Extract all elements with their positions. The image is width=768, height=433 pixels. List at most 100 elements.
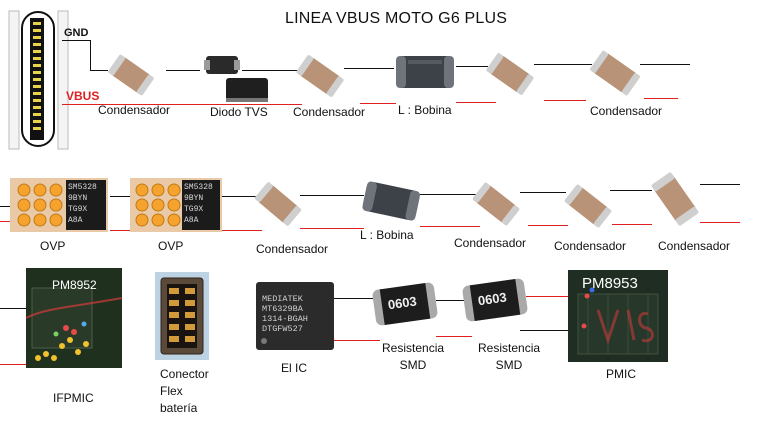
label-capacitor: Condensador: [98, 103, 171, 117]
label-capacitor: Condensador: [293, 105, 366, 119]
label-capacitor: Condensador: [658, 239, 731, 253]
ovp-chip: SM5328 9BYN TG9X A8A: [10, 178, 108, 232]
wire-r1-2: [166, 70, 200, 71]
ovp-marking-line: TG9X: [184, 205, 204, 214]
tvs-diode-component: [204, 56, 240, 74]
capacitor-component: [486, 53, 534, 95]
vbus-wire-r2-2: [110, 230, 132, 231]
connector-graphic: [8, 10, 69, 150]
inductor-component: [362, 181, 420, 221]
ic-pin1-dot: [261, 338, 267, 344]
label-capacitor: Condensador: [590, 104, 663, 118]
connector-label-line: Conector: [160, 367, 209, 381]
capacitor-component: [296, 55, 344, 97]
label-capacitor: Condensador: [454, 236, 527, 250]
vbus-wire-r2-5: [420, 226, 480, 227]
wire-r3-pmic: [520, 330, 568, 331]
label-resistor: Resistencia SMD: [382, 340, 444, 374]
wire-r3-mid: [436, 300, 466, 301]
ovp-chip: SM5328 9BYN TG9X A8A: [130, 178, 222, 232]
ovp-marking-line: SM5328: [184, 183, 213, 192]
vbus-wire-r3-mid: [436, 336, 472, 337]
wire-r2-1: [0, 206, 10, 207]
ic-marking-line: MT6329BA: [262, 304, 303, 314]
ovp-chip-marking: SM5328 9BYN TG9X A8A: [184, 182, 220, 226]
battery-flex-connector: [155, 272, 209, 360]
ic-marking-line: MEDIATEK: [262, 294, 303, 304]
vbus-wire-r1-3: [360, 103, 396, 104]
resistor-label-line: Resistencia: [478, 341, 541, 355]
wire-r1-4: [344, 68, 394, 69]
wire-r3-ic: [334, 298, 378, 299]
vbus-wire-r1-1: [62, 104, 272, 105]
label-inductor: L : Bobina: [360, 228, 414, 242]
label-ifpmic: IFPMIC: [53, 391, 94, 405]
wire-r2-5: [420, 194, 480, 195]
label-capacitor: Condensador: [256, 242, 329, 256]
label-capacitor: Condensador: [554, 239, 627, 253]
ifpmic-board-photo: PM8952: [25, 268, 123, 368]
wire-r1-3: [242, 70, 298, 71]
ic-chip-marking: MEDIATEK MT6329BA 1314-BGAH DTGFW527: [262, 294, 308, 334]
ovp-marking-line: 9BYN: [184, 194, 204, 203]
wire-r1-6: [534, 64, 592, 65]
ifpmic-chip-marking: PM8952: [52, 278, 97, 292]
ovp-marking-line: SM5328: [68, 183, 97, 192]
label-inductor: L : Bobina: [398, 103, 452, 117]
wire-r2-4: [300, 195, 364, 196]
capacitor-component: [590, 50, 640, 96]
wire-r2-7: [610, 190, 652, 191]
label-ovp: OVP: [40, 239, 66, 253]
ovp-marking-line: TG9X: [68, 205, 88, 214]
label-ovp: OVP: [158, 239, 184, 253]
wire-r2-3: [220, 196, 260, 197]
wire-r1-1: [90, 70, 108, 71]
vbus-wire-r1-5: [544, 100, 586, 101]
ic-marking-line: 1314-BGAH: [262, 314, 308, 324]
vbus-wire-r2-8: [700, 222, 740, 223]
label-flex-connector: Conector Flex batería: [160, 366, 209, 417]
capacitor-component: [254, 182, 302, 226]
label-tvs-diode: Diodo TVS: [210, 105, 268, 119]
wire-r1-5: [456, 66, 488, 67]
usb-connector-pinout: [8, 10, 69, 150]
wire-r2-8: [700, 184, 740, 185]
flex-connector-graphic: [160, 277, 204, 355]
connector-label-line: Flex: [160, 384, 183, 398]
vbus-wire-r3-pmic: [526, 296, 570, 297]
pmic-board-photo: PM8953: [568, 270, 668, 362]
mediatek-ic-chip: MEDIATEK MT6329BA 1314-BGAH DTGFW527: [256, 282, 334, 350]
capacitor-component: [472, 182, 520, 226]
inductor-component: [396, 56, 454, 88]
ic-marking-line: DTGFW527: [262, 324, 303, 334]
tvs-diode-component: [226, 78, 268, 102]
gnd-wire: [62, 40, 90, 41]
capacitor-component: [651, 172, 699, 226]
ovp-marking-line: 9BYN: [68, 194, 88, 203]
ovp-solder-balls: [135, 180, 220, 230]
vbus-wire-r1-4: [456, 102, 496, 103]
capacitor-component: [108, 54, 154, 96]
connector-label-line: batería: [160, 401, 198, 415]
label-ic: El IC: [281, 361, 308, 375]
vbus-wire-r1-2: [272, 104, 302, 105]
vbus-wire-r3-ifpmic: [0, 364, 26, 365]
vbus-wire-r2-6: [528, 225, 568, 226]
vbus-label: VBUS: [66, 89, 100, 103]
ovp-marking-line: A8A: [184, 216, 199, 225]
smd-resistor: 0603: [371, 281, 439, 327]
wire-r1-7: [640, 64, 690, 65]
resistor-label-line: SMD: [399, 358, 427, 372]
ovp-marking-line: A8A: [68, 216, 83, 225]
ifpmic-board-graphic: [25, 268, 123, 368]
resistor-label-line: SMD: [495, 358, 523, 372]
label-pmic: PMIC: [606, 367, 636, 381]
capacitor-component: [564, 184, 612, 228]
gnd-wire-drop: [90, 40, 91, 70]
wire-r3-ifpmic: [0, 308, 26, 309]
ovp-chip-marking: SM5328 9BYN TG9X A8A: [68, 182, 106, 226]
vbus-wire-r2-4: [300, 228, 364, 229]
smd-resistor: 0603: [461, 277, 529, 323]
label-resistor: Resistencia SMD: [478, 340, 540, 374]
gnd-label: GND: [64, 27, 89, 39]
